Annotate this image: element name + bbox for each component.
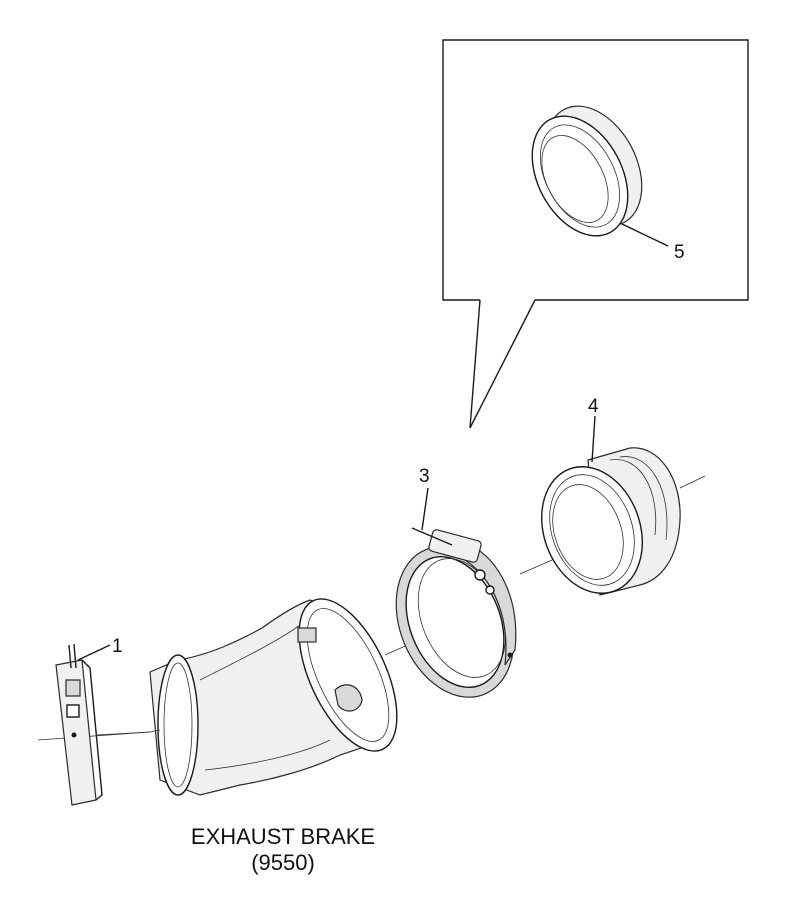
part-3-v-band-clamp — [395, 527, 517, 698]
diagram-title: EXHAUST BRAKE — [191, 824, 375, 849]
callout-4: 4 — [588, 396, 599, 417]
callout-5: 5 — [674, 242, 685, 263]
callout-3: 3 — [419, 466, 430, 487]
callout-1: 1 — [112, 636, 123, 657]
detail-inset — [442, 39, 749, 429]
part-1-mounting-bracket — [55, 643, 151, 806]
part-4-pipe-adapter — [541, 447, 681, 596]
exhaust-elbow-pipe — [149, 598, 398, 796]
part-5-seal-ring — [531, 105, 643, 237]
diagram-subtitle: (9550) — [251, 850, 315, 875]
leader-lines — [77, 415, 596, 661]
